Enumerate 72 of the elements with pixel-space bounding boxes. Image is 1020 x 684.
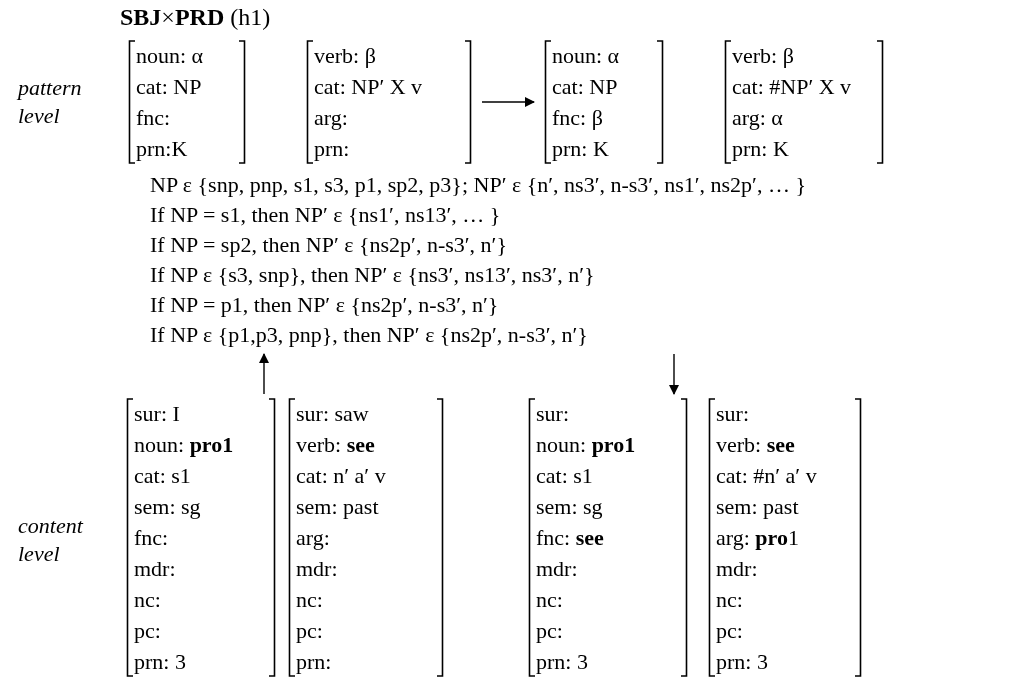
- attribute-line: arg:: [313, 104, 349, 132]
- attribute-line: cat: s1: [133, 462, 192, 490]
- attribute-line: prn: 3: [715, 648, 769, 676]
- attribute-line: pc:: [535, 617, 564, 645]
- attribute-line: mdr:: [133, 555, 177, 583]
- attribute-line: arg:: [295, 524, 331, 552]
- attribute-line: cat: #NP′ X v: [731, 73, 853, 101]
- feature-matrix: [708, 398, 862, 677]
- attribute-line: prn: K: [731, 135, 790, 163]
- arrow: [481, 97, 535, 107]
- constraint-line: If NP = s1, then NP′ ε {ns1′, ns13′, … }: [150, 201, 502, 229]
- attribute-line: sem: sg: [133, 493, 202, 521]
- attribute-line: mdr:: [715, 555, 759, 583]
- attribute-line: cat: NP: [551, 73, 619, 101]
- heading: SBJ×PRD (h1): [120, 3, 271, 32]
- feature-matrix: [288, 398, 444, 677]
- attribute-line: nc:: [535, 586, 564, 614]
- feature-matrix: [306, 40, 472, 164]
- attribute-line: prn:: [313, 135, 351, 163]
- feature-matrix: [528, 398, 688, 677]
- attribute-line: fnc:: [133, 524, 170, 552]
- attribute-line: fnc:: [135, 104, 172, 132]
- feature-matrix: [126, 398, 276, 677]
- arrow: [669, 353, 679, 395]
- attribute-line: sur: I: [133, 400, 181, 428]
- attribute-line: prn: K: [551, 135, 610, 163]
- attribute-line: pc:: [715, 617, 744, 645]
- level-label: content level: [18, 512, 85, 568]
- constraint-line: NP ε {snp, pnp, s1, s3, p1, sp2, p3}; NP′ ε {n′, ns3′, n-s3′, ns1′, ns2p′, … }: [150, 171, 807, 199]
- attribute-line: sem: past: [715, 493, 800, 521]
- attribute-line: prn:K: [135, 135, 189, 163]
- attribute-line: nc:: [295, 586, 324, 614]
- attribute-line: arg: pro1: [715, 524, 800, 552]
- attribute-line: sur:: [715, 400, 750, 428]
- attribute-line: mdr:: [535, 555, 579, 583]
- attribute-line: cat: s1: [535, 462, 594, 490]
- attribute-line: prn:: [295, 648, 333, 676]
- attribute-line: nc:: [715, 586, 744, 614]
- feature-matrix: [128, 40, 246, 164]
- level-label: pattern level: [18, 74, 83, 130]
- attribute-line: pc:: [133, 617, 162, 645]
- attribute-line: verb: see: [715, 431, 796, 459]
- attribute-line: cat: NP′ X v: [313, 73, 424, 101]
- attribute-line: noun: α: [551, 42, 621, 70]
- feature-matrix: [544, 40, 664, 164]
- attribute-line: noun: pro1: [535, 431, 637, 459]
- attribute-line: cat: NP: [135, 73, 203, 101]
- attribute-line: nc:: [133, 586, 162, 614]
- attribute-line: prn: 3: [535, 648, 589, 676]
- attribute-line: sem: sg: [535, 493, 604, 521]
- attribute-line: verb: β: [731, 42, 795, 70]
- attribute-line: fnc: β: [551, 104, 604, 132]
- attribute-line: verb: β: [313, 42, 377, 70]
- attribute-line: mdr:: [295, 555, 339, 583]
- attribute-line: sem: past: [295, 493, 380, 521]
- feature-matrix: [724, 40, 884, 164]
- attribute-line: pc:: [295, 617, 324, 645]
- attribute-line: noun: pro1: [133, 431, 235, 459]
- attribute-line: arg: α: [731, 104, 784, 132]
- attribute-line: sur: saw: [295, 400, 370, 428]
- constraint-line: If NP = sp2, then NP′ ε {ns2p′, n-s3′, n′}: [150, 231, 508, 259]
- attribute-line: cat: n′ a′ v: [295, 462, 387, 490]
- attribute-line: noun: α: [135, 42, 205, 70]
- constraint-line: If NP = p1, then NP′ ε {ns2p′, n-s3′, n′}: [150, 291, 500, 319]
- constraint-line: If NP ε {s3, snp}, then NP′ ε {ns3′, ns13′, ns3′, n′}: [150, 261, 596, 289]
- attribute-line: sur:: [535, 400, 570, 428]
- attribute-line: cat: #n′ a′ v: [715, 462, 818, 490]
- attribute-line: fnc: see: [535, 524, 605, 552]
- attribute-line: prn: 3: [133, 648, 187, 676]
- attribute-line: verb: see: [295, 431, 376, 459]
- constraint-line: If NP ε {p1,p3, pnp}, then NP′ ε {ns2p′, n-s3′, n′}: [150, 321, 589, 349]
- arrow: [259, 353, 269, 395]
